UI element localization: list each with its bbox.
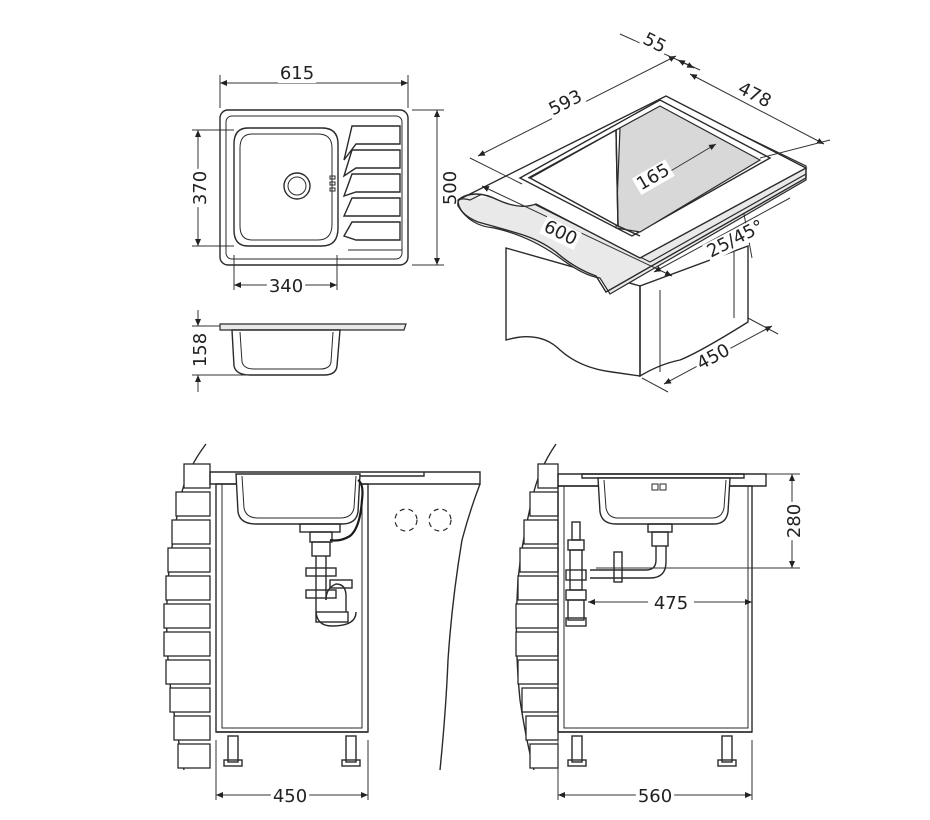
side-overflow-mark [651, 483, 667, 491]
dim-478-line [689, 73, 825, 145]
top-view: 615 500 370 340 [190, 63, 461, 297]
sink-outline [219, 109, 409, 266]
front-siphon [299, 523, 357, 627]
front-sink-bowl [235, 473, 361, 525]
isometric-view: 593 55 478 165 600 25/45° 450 [457, 28, 831, 393]
dim-55-line [677, 59, 695, 69]
side-cabinet-legs [567, 735, 737, 767]
dim-55-label: 55 [640, 29, 670, 58]
side-install-view: 280 475 560 [515, 443, 805, 807]
sink-bowl [233, 127, 339, 247]
dim-615-label: 615 [280, 63, 314, 84]
front-cabinet-legs [223, 735, 361, 767]
iso-cabinet-left [505, 247, 641, 377]
dim-450-front-label: 450 [273, 786, 307, 807]
wall-outlet-1 [394, 508, 418, 532]
side-sink-bowl [597, 477, 731, 525]
dim-radius-line [653, 197, 791, 273]
wall-outlet-2 [428, 508, 452, 532]
drainer-ribs [342, 125, 402, 251]
front-install-view: 450 [163, 443, 481, 807]
dim-475-label: 475 [654, 593, 688, 614]
dim-340-label: 340 [269, 276, 303, 297]
drain [283, 172, 311, 200]
side-drain-pipe [565, 521, 673, 627]
side-brick-wall [515, 463, 559, 769]
dim-280-label: 280 [784, 504, 805, 538]
dim-370-label: 370 [190, 171, 211, 205]
section-rim [219, 323, 407, 331]
section-view: 158 [190, 310, 407, 392]
front-brick-wall [163, 463, 211, 769]
section-bowl [231, 329, 341, 376]
dim-500-label: 500 [440, 171, 461, 205]
dim-560-label: 560 [638, 786, 672, 807]
overflow-slots [329, 175, 336, 192]
dim-158-label: 158 [190, 333, 211, 367]
